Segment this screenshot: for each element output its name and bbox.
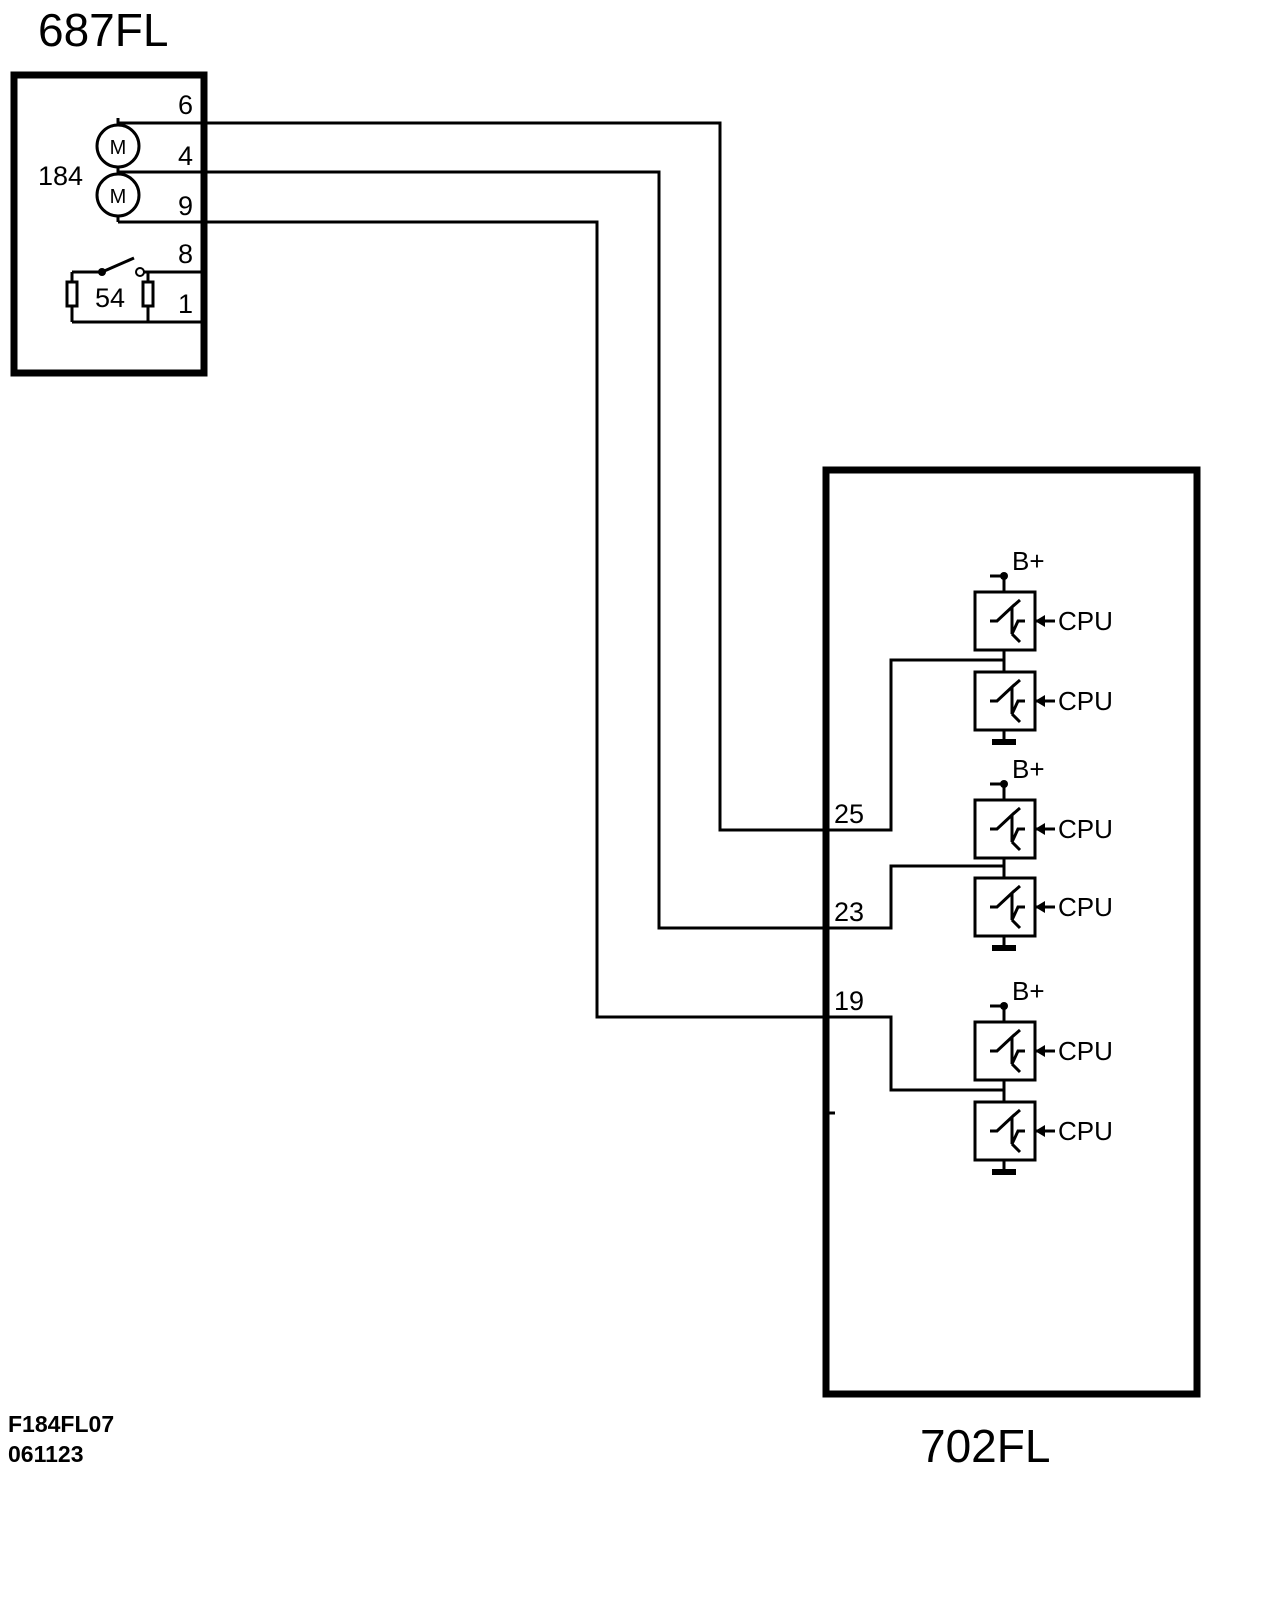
motor-184: M M bbox=[95, 118, 141, 222]
pin-6-label: 6 bbox=[178, 90, 193, 120]
cpu-label-2a: CPU bbox=[1058, 814, 1113, 844]
pin-9-label: 9 bbox=[178, 191, 193, 221]
motor-lower-symbol: M bbox=[110, 186, 127, 208]
arrow-icon bbox=[1035, 615, 1045, 627]
cpu-label-3b: CPU bbox=[1058, 1116, 1113, 1146]
transistor-icon bbox=[990, 806, 1025, 852]
cpu-label-1a: CPU bbox=[1058, 606, 1113, 636]
connector-687fl-box bbox=[10, 71, 208, 377]
arrow-icon bbox=[1035, 823, 1045, 835]
arrow-icon bbox=[1035, 1045, 1045, 1057]
arrow-icon bbox=[1035, 695, 1045, 707]
supply-label-1: B+ bbox=[1012, 546, 1045, 576]
diagram-code: F184FL07 bbox=[8, 1411, 114, 1437]
high-side-switch-2 bbox=[973, 798, 1037, 860]
pin-25-label: 25 bbox=[834, 799, 864, 829]
connector-702fl-box bbox=[822, 466, 1201, 1398]
cpu-label-3a: CPU bbox=[1058, 1036, 1113, 1066]
transistor-icon bbox=[990, 678, 1025, 724]
arrow-icon bbox=[1035, 1125, 1045, 1137]
low-side-switch-3 bbox=[973, 1100, 1037, 1162]
arrow-icon bbox=[1035, 901, 1045, 913]
low-side-switch-1 bbox=[973, 670, 1037, 732]
driver-stage-2: B+ CPU CPU bbox=[973, 754, 1113, 951]
wire-pin6-to-25 bbox=[118, 121, 1004, 832]
connector-702fl-title: 702FL bbox=[920, 1420, 1050, 1472]
transistor-icon bbox=[990, 1028, 1025, 1074]
high-side-switch-3 bbox=[973, 1020, 1037, 1082]
driver-stage-3: B+ CPU CPU bbox=[973, 976, 1113, 1175]
motor-upper-symbol: M bbox=[110, 137, 127, 159]
transistor-icon bbox=[990, 884, 1025, 930]
driver-stage-1: B+ CPU CPU bbox=[973, 546, 1113, 745]
wire-pin4-to-23 bbox=[118, 170, 1004, 930]
connector-687fl-title: 687FL bbox=[38, 4, 168, 56]
cpu-label-2b: CPU bbox=[1058, 892, 1113, 922]
diagram-date: 061123 bbox=[8, 1441, 83, 1467]
pin-1-label: 1 bbox=[178, 289, 193, 319]
pin-8-label: 8 bbox=[178, 239, 193, 269]
cpu-label-1b: CPU bbox=[1058, 686, 1113, 716]
resistor-right-icon bbox=[141, 280, 155, 308]
transistor-icon bbox=[990, 598, 1025, 644]
switch-id: 54 bbox=[95, 283, 125, 313]
pin-23-label: 23 bbox=[834, 897, 864, 927]
low-side-switch-2 bbox=[973, 876, 1037, 938]
wire-pin9-to-19 bbox=[118, 220, 1004, 1092]
pin-4-label: 4 bbox=[178, 141, 193, 171]
switch-54 bbox=[65, 256, 204, 324]
supply-label-3: B+ bbox=[1012, 976, 1045, 1006]
transistor-icon bbox=[990, 1108, 1025, 1154]
switch-contact-icon bbox=[135, 267, 145, 277]
pin-19-label: 19 bbox=[834, 986, 864, 1016]
supply-label-2: B+ bbox=[1012, 754, 1045, 784]
high-side-switch-1 bbox=[973, 590, 1037, 652]
motor-id: 184 bbox=[38, 161, 83, 191]
resistor-left-icon bbox=[65, 280, 79, 308]
